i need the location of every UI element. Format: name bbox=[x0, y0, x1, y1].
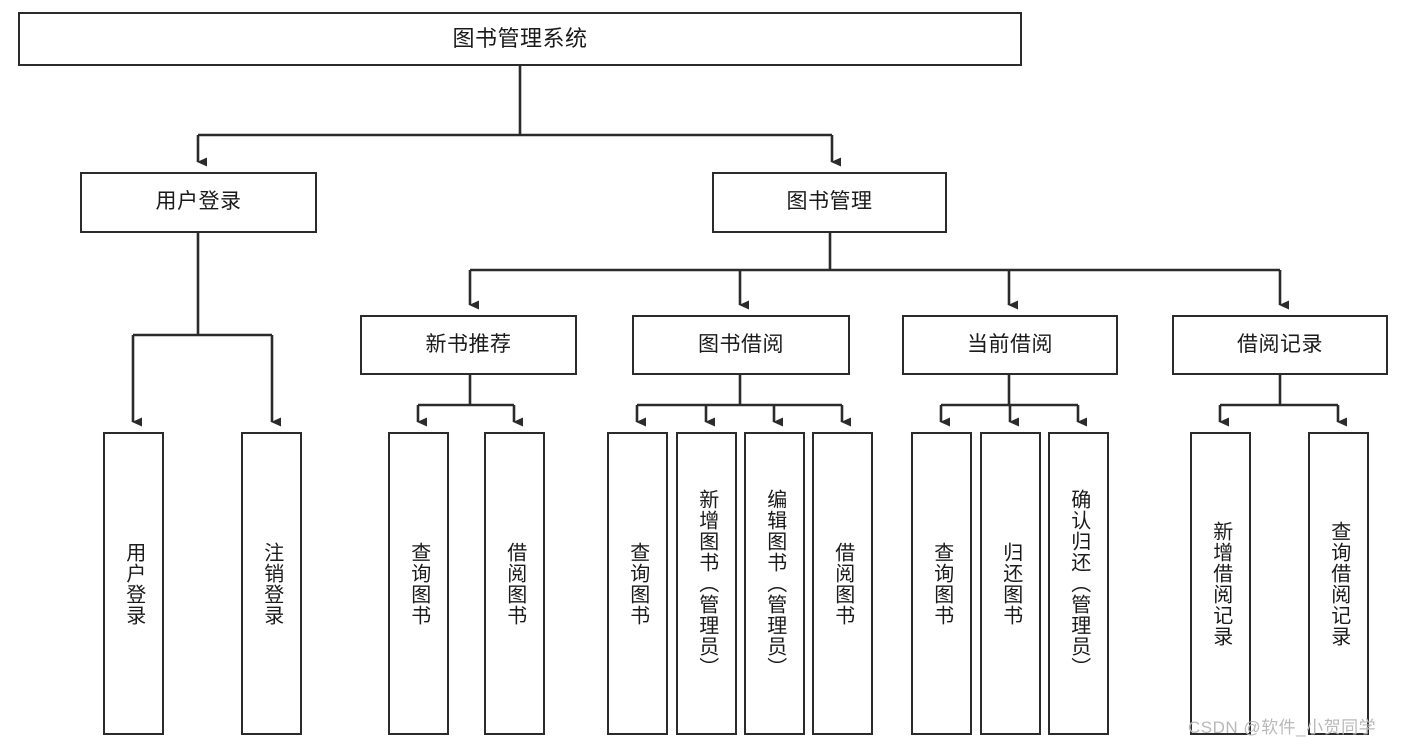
node-label: 注销登录 bbox=[260, 541, 283, 626]
node-leaf-add-book[interactable]: 新增图书（管理员） bbox=[676, 432, 737, 735]
node-leaf-logout[interactable]: 注销登录 bbox=[241, 432, 302, 735]
node-label: 查询借阅记录 bbox=[1327, 520, 1350, 647]
node-label: 图书管理 bbox=[786, 190, 873, 214]
csdn-watermark: CSDN @软件_小贺同学 bbox=[1188, 718, 1377, 737]
node-label: 编辑图书（管理员） bbox=[763, 489, 786, 678]
node-leaf-borrow-book-2[interactable]: 借阅图书 bbox=[812, 432, 873, 735]
node-leaf-return-book[interactable]: 归还图书 bbox=[980, 432, 1041, 735]
node-label: 查询图书 bbox=[407, 541, 430, 626]
node-label: 查询图书 bbox=[626, 541, 649, 626]
node-leaf-query-book-2[interactable]: 查询图书 bbox=[607, 432, 668, 735]
node-label: 借阅图书 bbox=[831, 541, 854, 626]
node-leaf-borrow-book-1[interactable]: 借阅图书 bbox=[484, 432, 545, 735]
node-label: 新增借阅记录 bbox=[1209, 520, 1232, 647]
node-label: 借阅图书 bbox=[503, 541, 526, 626]
node-label: 图书管理系统 bbox=[452, 26, 588, 52]
node-leaf-user-login[interactable]: 用户登录 bbox=[103, 432, 164, 735]
node-leaf-confirm-return[interactable]: 确认归还（管理员） bbox=[1048, 432, 1109, 735]
node-label: 用户登录 bbox=[155, 190, 242, 214]
node-label: 用户登录 bbox=[122, 541, 145, 626]
node-new-book-recommend[interactable]: 新书推荐 bbox=[360, 315, 577, 375]
node-label: 归还图书 bbox=[999, 541, 1022, 626]
node-current-borrow[interactable]: 当前借阅 bbox=[902, 315, 1118, 375]
node-label: 查询图书 bbox=[930, 541, 953, 626]
node-borrow-record[interactable]: 借阅记录 bbox=[1172, 315, 1388, 375]
node-book-borrow[interactable]: 图书借阅 bbox=[632, 315, 850, 375]
node-label: 借阅记录 bbox=[1237, 332, 1323, 356]
node-leaf-query-book-3[interactable]: 查询图书 bbox=[911, 432, 972, 735]
node-user-login[interactable]: 用户登录 bbox=[80, 172, 317, 233]
node-leaf-edit-book[interactable]: 编辑图书（管理员） bbox=[744, 432, 805, 735]
node-label: 当前借阅 bbox=[967, 332, 1053, 356]
node-leaf-query-record[interactable]: 查询借阅记录 bbox=[1308, 432, 1369, 735]
node-leaf-query-book-1[interactable]: 查询图书 bbox=[388, 432, 449, 735]
node-label: 新书推荐 bbox=[425, 332, 512, 356]
node-label: 新增图书（管理员） bbox=[695, 489, 718, 678]
node-label: 图书借阅 bbox=[698, 332, 784, 356]
node-root[interactable]: 图书管理系统 bbox=[18, 12, 1022, 66]
node-leaf-add-record[interactable]: 新增借阅记录 bbox=[1190, 432, 1251, 735]
node-book-manage[interactable]: 图书管理 bbox=[712, 172, 947, 233]
node-label: 确认归还（管理员） bbox=[1067, 489, 1090, 678]
